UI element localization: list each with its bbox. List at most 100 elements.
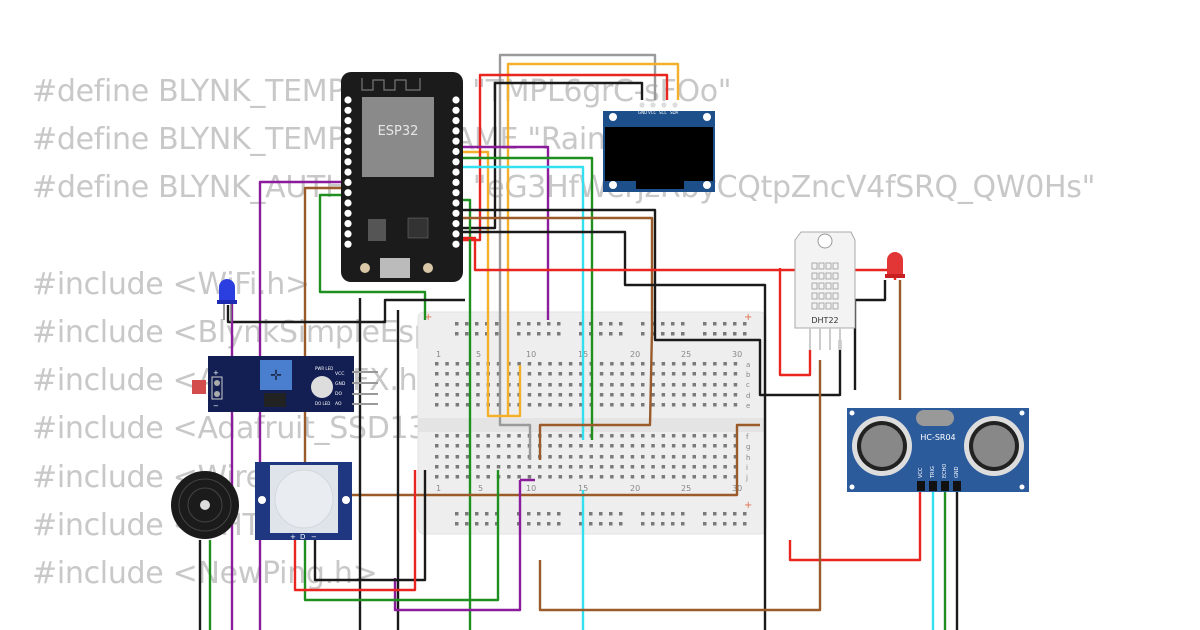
dht22-vent [832, 292, 839, 300]
dht22-vent [818, 272, 825, 280]
rail-hole [485, 322, 489, 326]
breadboard-hole [630, 383, 635, 387]
breadboard-hole [486, 455, 490, 459]
oled-display[interactable]: GND VCC SCL SDA [603, 102, 715, 192]
breadboard-hole [568, 434, 573, 438]
esp32-pins[interactable] [344, 96, 460, 248]
breadboard-hole [465, 475, 470, 479]
row-letter: b [746, 371, 751, 379]
rail-hole [537, 512, 541, 516]
ultrasonic-sensor[interactable]: HC-SR04 VCC TRIG ECHO GND [847, 408, 1029, 492]
breadboard-hole [476, 372, 480, 376]
breadboard-hole [641, 403, 645, 407]
breadboard-hole [723, 434, 727, 438]
wire-black [853, 280, 887, 390]
wire-gray [498, 53, 657, 460]
esp32-pin [344, 137, 352, 145]
breadboard-hole [579, 383, 583, 387]
breadboard-hole [620, 383, 624, 387]
breadboard-hole [702, 362, 707, 366]
column-number: 10 [526, 484, 536, 493]
breadboard-hole [682, 403, 686, 407]
breadboard-hole [507, 444, 511, 448]
pir-pin-minus: − [311, 533, 317, 541]
breadboard-hole [671, 444, 676, 448]
breadboard-hole [702, 444, 707, 448]
esp32-board[interactable]: ESP32 [341, 72, 463, 282]
ldr-sensor-module[interactable]: + − ✛ PWR LED DO LED VCC GND DO AO [192, 356, 378, 412]
rail-hole [703, 512, 707, 516]
breadboard-hole [548, 393, 552, 397]
breadboard-hole [527, 403, 532, 407]
breadboard-hole [465, 434, 470, 438]
pir-sensor[interactable]: + D − [255, 462, 352, 541]
breadboard-hole [568, 362, 573, 366]
breadboard-hole [568, 444, 573, 448]
breadboard-hole [599, 444, 604, 448]
breadboard-hole [527, 475, 532, 479]
rail-hole [465, 322, 469, 326]
rail-hole [641, 512, 645, 516]
breadboard-hole [465, 393, 470, 397]
breadboard-hole [538, 383, 542, 387]
breadboard-hole [465, 455, 470, 459]
breadboard-hole [445, 475, 449, 479]
esp32-pin [452, 127, 460, 135]
breadboard-hole [682, 393, 686, 397]
rail-hole [713, 332, 717, 336]
rail-hole [619, 332, 623, 336]
breadboard-hole [723, 393, 727, 397]
breadboard-hole [671, 372, 676, 376]
breadboard-hole [589, 465, 593, 469]
rail-hole [661, 512, 665, 516]
blue-led[interactable] [217, 279, 237, 322]
breadboard-hole [692, 403, 696, 407]
rail-hole [723, 512, 727, 516]
breadboard-hole [630, 372, 635, 376]
breadboard-hole [579, 403, 583, 407]
breadboard-hole [641, 383, 645, 387]
ldr-pin-gnd: GND [335, 381, 346, 387]
breadboard-hole [713, 475, 717, 479]
breadboard-hole [723, 383, 727, 387]
breadboard-hole [455, 455, 460, 459]
breadboard-hole [599, 383, 604, 387]
rail-hole [517, 332, 521, 336]
breadboard-hole [610, 444, 614, 448]
rail-hole [713, 522, 717, 526]
breadboard-hole [486, 444, 490, 448]
breadboard-hole [548, 465, 552, 469]
row-letter: f [746, 433, 749, 441]
breadboard-hole [445, 372, 449, 376]
wire-red [293, 470, 417, 592]
esp32-pin [344, 220, 352, 228]
breadboard-hole [671, 465, 676, 469]
rail-hole [579, 322, 583, 326]
red-led[interactable] [885, 252, 905, 278]
breadboard-hole [435, 372, 439, 376]
column-number: 10 [526, 350, 536, 359]
breadboard-hole [445, 434, 449, 438]
rail-hole [733, 322, 737, 326]
rail-hole [589, 332, 593, 336]
breadboard-hole [641, 475, 645, 479]
buzzer[interactable] [171, 471, 239, 539]
breadboard-hole [548, 362, 552, 366]
dht22-vent [825, 302, 832, 310]
rail-hole [455, 522, 459, 526]
column-number: 20 [630, 484, 640, 493]
breadboard-hole [507, 465, 511, 469]
breadboard-hole [620, 465, 624, 469]
breadboard-hole [476, 455, 480, 459]
rail-hole [723, 522, 727, 526]
rail-hole [517, 522, 521, 526]
dht22-sensor[interactable]: DHT22 [794, 231, 856, 350]
rail-hole [527, 322, 531, 326]
breadboard-hole [620, 434, 624, 438]
wires[interactable] [198, 53, 959, 630]
breadboard-hole [496, 444, 501, 448]
breadboard-hole [496, 372, 501, 376]
breadboard-hole [435, 393, 439, 397]
breadboard-hole [445, 393, 449, 397]
